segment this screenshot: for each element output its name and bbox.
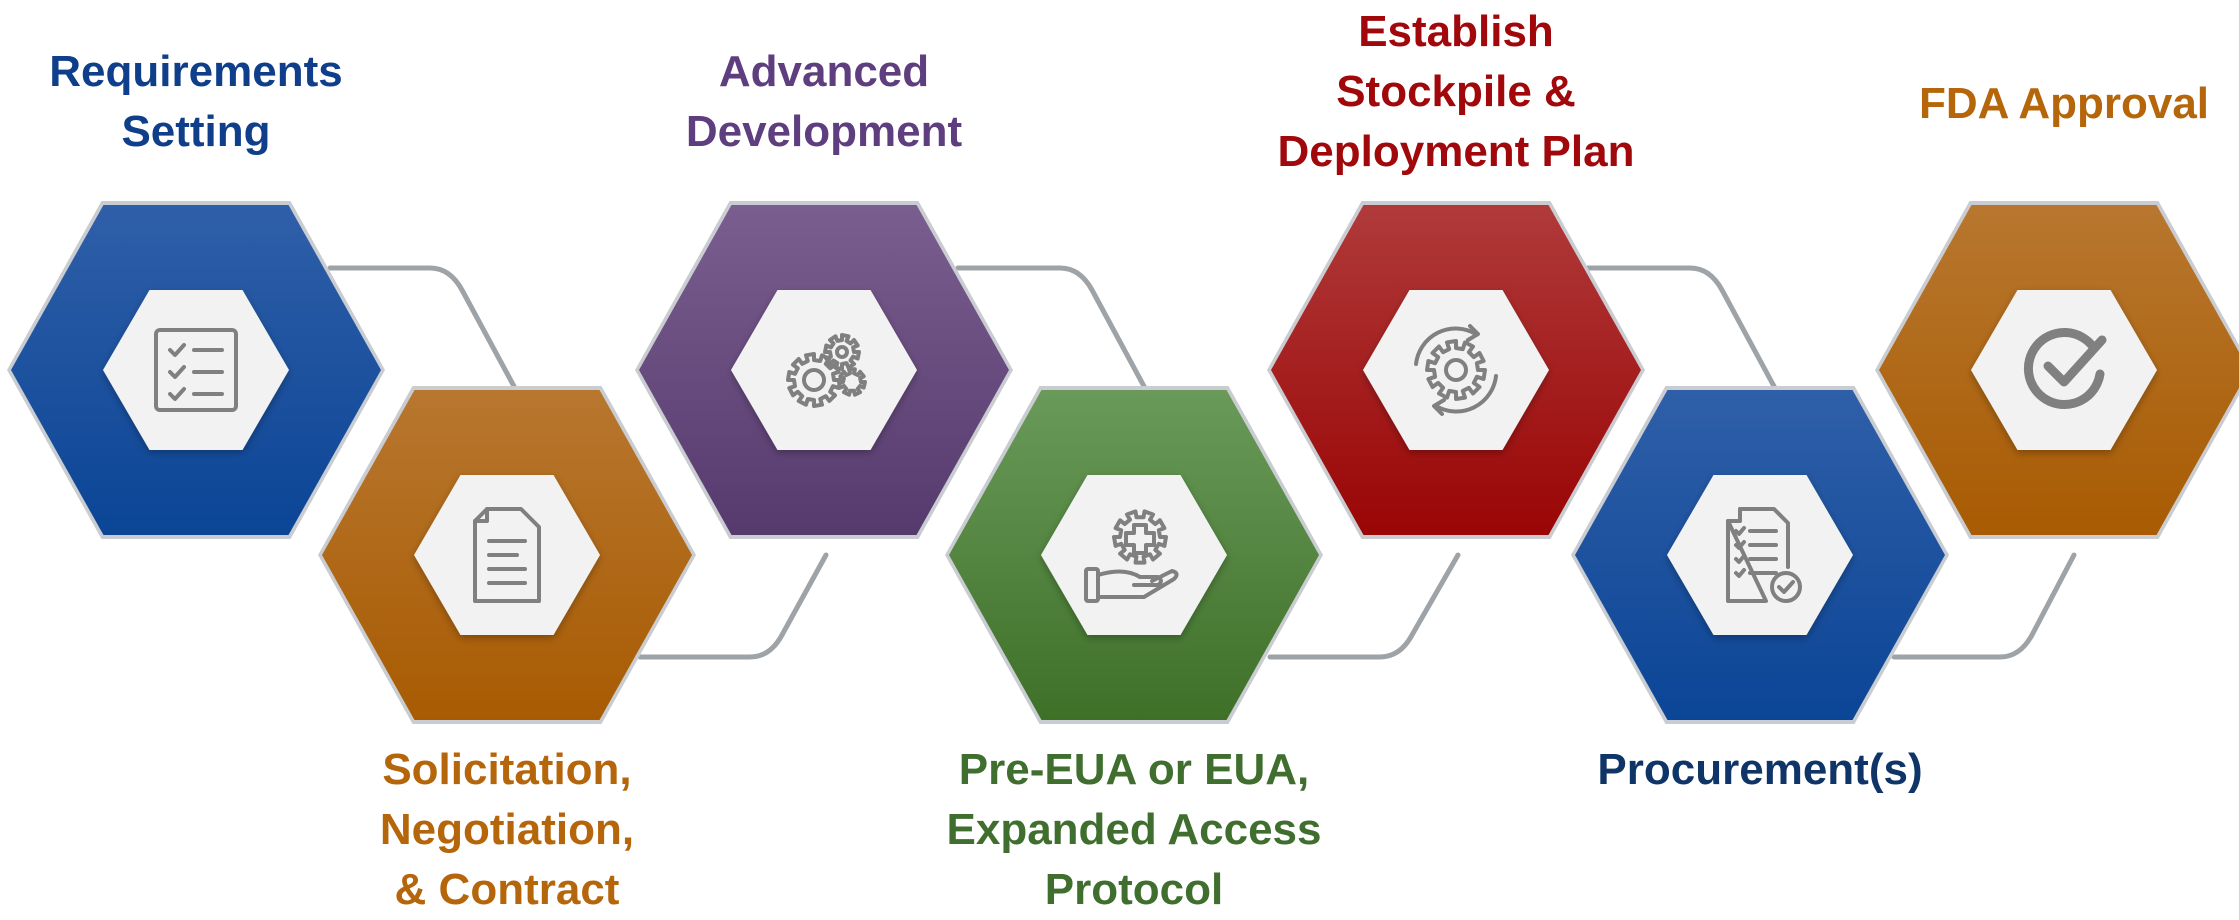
inner-hexagon [731, 290, 917, 450]
connector-line-5 [1585, 265, 1779, 393]
document-check-icon [1726, 507, 1802, 603]
gear-cycle-icon [1414, 324, 1498, 416]
connector-line-4 [1267, 552, 1461, 660]
hexagon-step-5 [1267, 201, 1645, 539]
checklist-icon [154, 328, 238, 412]
connector-line-6 [1891, 552, 2077, 660]
inner-hexagon [1363, 290, 1549, 450]
inner-hexagon [1667, 475, 1853, 635]
label-procurement: Procurement(s) [1597, 745, 1923, 794]
connector-line-2 [637, 552, 829, 660]
hexagon-step-4 [945, 386, 1323, 724]
label-solicitation: Solicitation,Negotiation,& Contract [379, 745, 635, 914]
gears-icon [786, 333, 867, 408]
connector-lines [327, 265, 2077, 660]
medical-hand-icon [1084, 509, 1179, 603]
connector-line-3 [955, 265, 1149, 393]
hexagon-step-1 [7, 201, 385, 539]
hexagon-step-3 [635, 201, 1013, 539]
hexagon-step-2 [318, 386, 696, 724]
document-icon [473, 507, 541, 603]
connector-line-1 [327, 265, 519, 393]
hexagon-steps [7, 201, 2239, 724]
inner-hexagon [1971, 290, 2157, 450]
label-fda-approval: FDA Approval [1918, 79, 2210, 128]
hexagon-step-6 [1571, 386, 1949, 724]
hexagon-step-7 [1875, 201, 2239, 539]
checkmark-circle-icon [2023, 328, 2107, 409]
